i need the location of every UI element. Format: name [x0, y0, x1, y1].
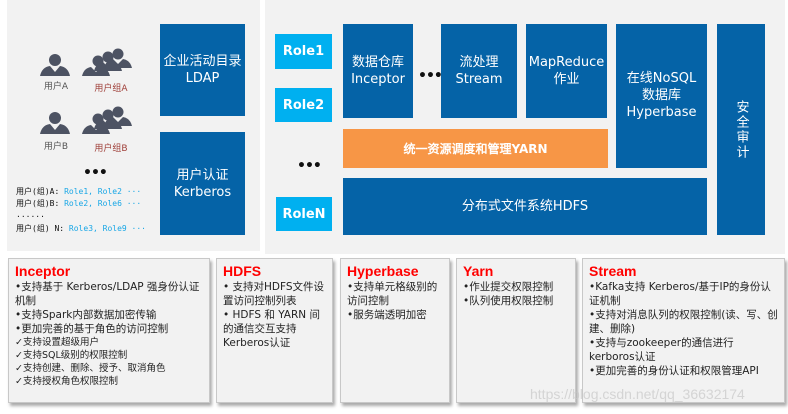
card-item: •支持Spark内部数据加密传输: [15, 309, 157, 321]
hyperbase-subtitle: Hyperbase: [626, 105, 697, 120]
security-audit-box: 安全审计: [717, 24, 765, 235]
group-a-label: 用户组A: [94, 84, 128, 94]
mapping-user: 用户(组) N:: [16, 223, 65, 233]
card-subitem: ✓支持创建、删除、授予、取消角色: [15, 363, 166, 374]
yarn-box: 统一资源调度和管理YARN: [343, 129, 608, 168]
inceptor-title: 数据仓库: [351, 55, 404, 70]
user-b-icon: [40, 112, 70, 134]
card-title: Yarn: [463, 263, 494, 279]
card-hdfs: HDFS • 支持对HDFS文件设置访问控制列表 • HDFS 和 YARN 间…: [216, 258, 333, 403]
stream-title: 流处理: [459, 55, 499, 70]
card-title: HDFS: [223, 263, 262, 279]
inceptor-subtitle: Inceptor: [351, 72, 405, 87]
hyperbase-title-2: 数据库: [641, 88, 681, 103]
card-subitem: ✓支持SQL级别的权限控制: [15, 350, 128, 361]
user-a-icon: [40, 54, 70, 76]
mapping-user: ······: [16, 211, 45, 221]
ldap-subtitle: LDAP: [185, 71, 220, 86]
ldap-box: 企业活动目录 LDAP: [160, 24, 245, 116]
mapping-user: 用户(组)A:: [16, 187, 60, 196]
card-title: Inceptor: [15, 263, 71, 279]
card-item: • 支持对HDFS文件设置访问控制列表: [223, 281, 325, 307]
hdfs-box: 分布式文件系统HDFS: [343, 178, 707, 235]
mapreduce-box: MapReduce 作业: [526, 24, 607, 118]
stream-box: 流处理 Stream: [441, 24, 517, 118]
users-ellipsis: •••: [83, 165, 108, 181]
kerberos-title: 用户认证: [176, 167, 229, 183]
card-item: •队列使用权限控制: [463, 295, 554, 307]
group-a-icon: [82, 48, 132, 76]
mapping-row: 用户(组) N: Role3, Role9 ···: [16, 223, 146, 235]
mapping-roles: Role2, Role6 ···: [64, 199, 142, 209]
card-subitem: ✓支持设置超级用户: [15, 337, 99, 348]
components-ellipsis: •••: [418, 68, 443, 84]
card-stream: Stream •Kafka支持 Kerberos/基于IP的身份认证机制 •支持…: [582, 258, 785, 403]
card-item: •更加完善的身份认证和权限管理API: [589, 365, 759, 377]
card-item: •更加完善的基于角色的访问控制: [15, 323, 169, 335]
card-item: •服务端透明加密: [347, 309, 427, 321]
card-title: Stream: [589, 263, 637, 279]
card-item: •作业提交权限控制: [463, 281, 554, 293]
card-item: •支持基于 Kerberos/LDAP 强身份认证机制: [15, 281, 200, 307]
mapping-roles: Role3, Role9 ···: [68, 223, 146, 233]
card-item: •支持单元格级别的访问控制: [347, 281, 438, 307]
user-a-label: 用户A: [43, 82, 69, 92]
kerberos-subtitle: Kerberos: [173, 184, 232, 200]
hyperbase-title: 在线NoSQL: [626, 71, 697, 86]
role-2: Role2: [275, 88, 332, 122]
ldap-title: 企业活动目录: [163, 54, 242, 69]
group-b-label: 用户组B: [94, 144, 128, 154]
mapping-user: 用户(组)B:: [16, 199, 60, 209]
inceptor-box: 数据仓库 Inceptor: [343, 24, 413, 118]
card-title: Hyperbase: [347, 263, 419, 279]
mapping-row: 用户(组)B: Role2, Role6 ···: [16, 198, 146, 210]
role-n: RoleN: [276, 197, 332, 231]
card-item: •Kafka支持 Kerberos/基于IP的身份认证机制: [589, 281, 771, 307]
stream-subtitle: Stream: [455, 72, 503, 87]
watermark: https://blog.csdn.net/qq_36632174: [530, 386, 745, 402]
card-hyperbase: Hyperbase •支持单元格级别的访问控制 •服务端透明加密: [340, 258, 450, 403]
mapping-row: ······: [16, 211, 146, 223]
card-subitem: ✓支持授权角色权限控制: [15, 376, 118, 387]
card-item: •支持与zookeeper的通信进行kerboros认证: [589, 337, 734, 363]
card-item: •支持对消息队列的权限控制(读、写、创建、删除): [589, 309, 778, 335]
card-inceptor: Inceptor •支持基于 Kerberos/LDAP 强身份认证机制 •支持…: [8, 258, 210, 403]
card-item: • HDFS 和 YARN 间的通信交互支持Kerberos认证: [223, 309, 320, 349]
user-role-mappings: 用户(组)A: Role1, Role2 ··· 用户(组)B: Role2, …: [16, 186, 146, 235]
card-yarn: Yarn •作业提交权限控制 •队列使用权限控制: [456, 258, 576, 403]
mapping-roles: Role1, Role2 ···: [64, 187, 142, 196]
group-b-icon: [82, 106, 132, 134]
hyperbase-box: 在线NoSQL 数据库 Hyperbase: [616, 24, 707, 168]
role-1: Role1: [275, 34, 332, 69]
user-b-label: 用户B: [43, 142, 69, 152]
roles-ellipsis: •••: [297, 158, 322, 174]
mapreduce-subtitle: 作业: [553, 72, 580, 87]
mapreduce-title: MapReduce: [528, 55, 605, 70]
mapping-row: 用户(组)A: Role1, Role2 ···: [16, 186, 146, 198]
users-icons: [40, 48, 132, 134]
